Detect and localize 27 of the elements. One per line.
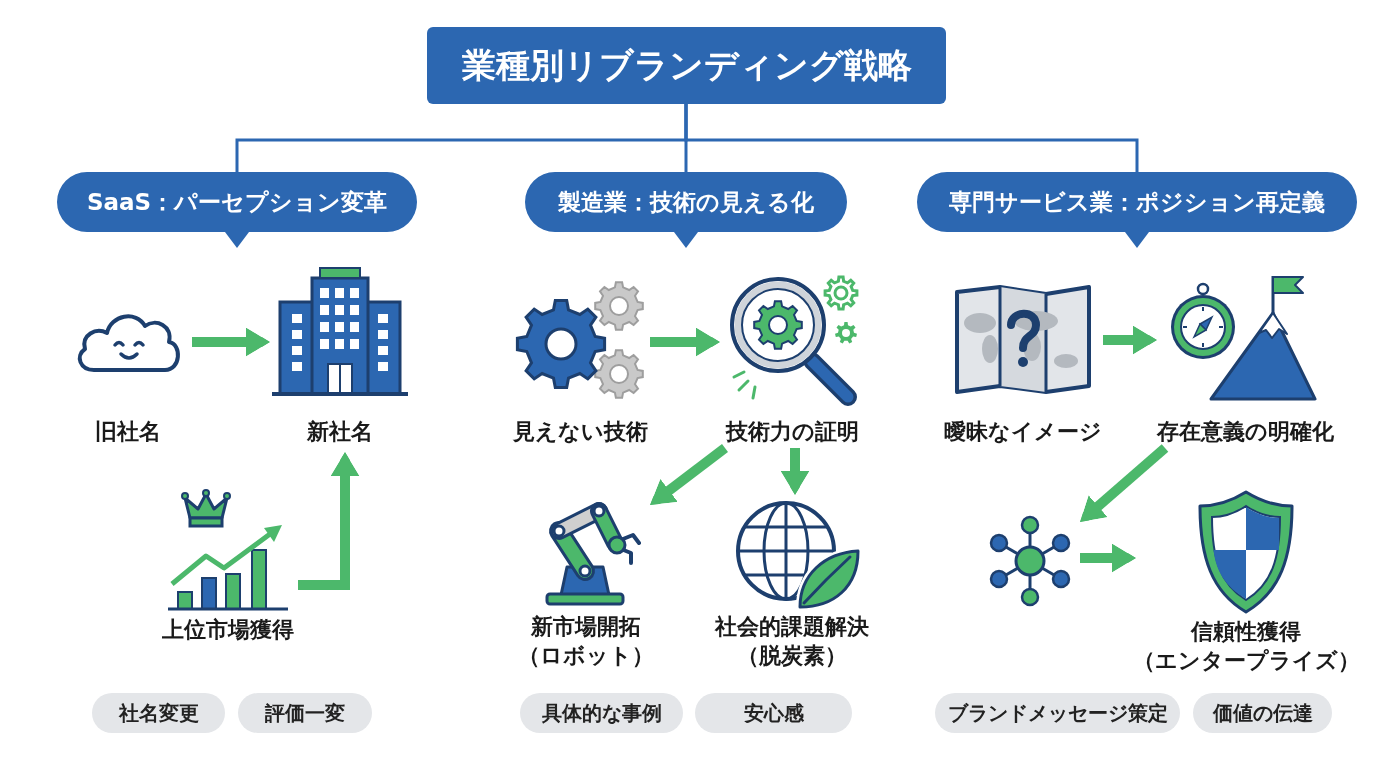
arrow bbox=[1080, 543, 1136, 573]
icon-caption: 技術力の証明 bbox=[726, 418, 859, 446]
icon-caption: 旧社名 bbox=[95, 418, 161, 446]
icon-caption: 社会的課題解決（脱炭素） bbox=[715, 613, 869, 670]
icon-caption: 見えない技術 bbox=[512, 418, 648, 446]
connector-line bbox=[684, 104, 1139, 172]
keyword-pill: 評価一変 bbox=[238, 693, 372, 733]
speech-bubble-header: 専門サービス業：ポジション再定義 bbox=[917, 172, 1357, 248]
icon-caption: 上位市場獲得 bbox=[162, 616, 294, 644]
icon-caption: 新社名 bbox=[307, 418, 373, 446]
keyword-pill: 安心感 bbox=[695, 693, 852, 733]
keyword-pill: 社名変更 bbox=[92, 693, 225, 733]
keyword-pill: 具体的な事例 bbox=[520, 693, 683, 733]
arrow bbox=[298, 452, 360, 590]
icon-caption: 存在意義の明確化 bbox=[1156, 418, 1334, 446]
keyword-pill: ブランドメッセージ策定 bbox=[935, 693, 1180, 733]
keyword-pill: 価値の伝達 bbox=[1193, 693, 1332, 733]
arrow bbox=[650, 327, 720, 357]
icon-caption: 新市場開拓（ロボット） bbox=[518, 613, 654, 670]
title-box: 業種別リブランディング戦略 bbox=[427, 27, 946, 104]
arrow bbox=[1103, 325, 1157, 355]
icon-caption: 曖昧なイメージ bbox=[944, 418, 1102, 446]
arrow bbox=[780, 448, 810, 495]
icon-caption: 信頼性獲得（エンタープライズ） bbox=[1132, 618, 1360, 675]
speech-bubble-header: SaaS：パーセプション変革 bbox=[57, 172, 417, 248]
arrow bbox=[192, 327, 270, 357]
speech-bubble-header: 製造業：技術の見える化 bbox=[525, 172, 847, 248]
